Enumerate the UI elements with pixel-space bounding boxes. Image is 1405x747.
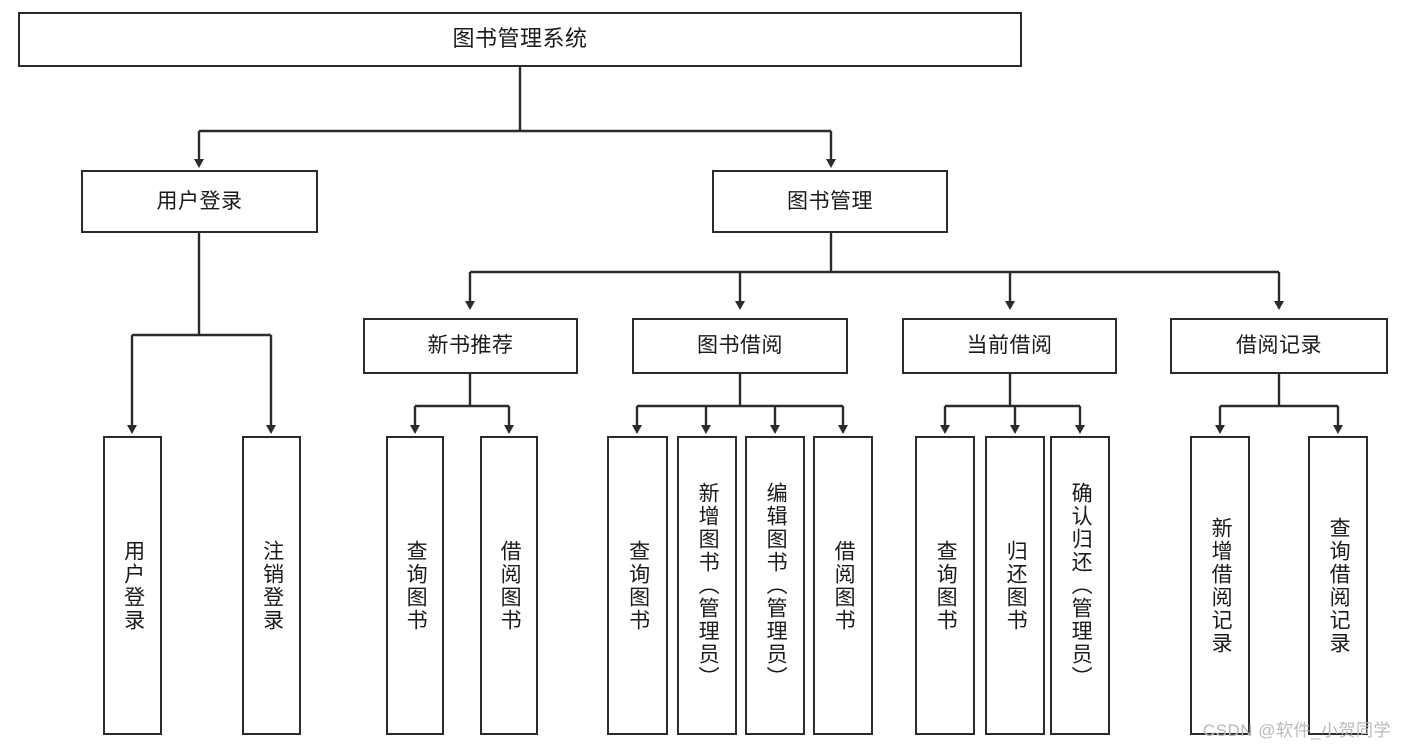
- node-label: 新书推荐: [427, 334, 514, 358]
- leaf-recommend-query-book[interactable]: 查询图书: [386, 436, 444, 735]
- leaf-record-query-record[interactable]: 查询借阅记录: [1308, 436, 1368, 735]
- leaf-borrow-add-book-admin[interactable]: 新增图书（管理员）: [677, 436, 737, 735]
- node-label: 新增图书（管理员）: [696, 482, 720, 689]
- leaf-current-query-book[interactable]: 查询图书: [915, 436, 975, 735]
- node-label: 查询图书: [934, 539, 958, 632]
- node-label: 确认归还（管理员）: [1069, 482, 1093, 689]
- node-label: 归还图书: [1004, 539, 1028, 632]
- node-label: 新增借阅记录: [1209, 516, 1233, 655]
- node-label: 图书管理系统: [452, 26, 588, 52]
- node-borrow-record[interactable]: 借阅记录: [1170, 318, 1388, 374]
- leaf-borrow-query-book[interactable]: 查询图书: [607, 436, 668, 735]
- leaf-current-confirm-return-admin[interactable]: 确认归还（管理员）: [1050, 436, 1110, 735]
- node-label: 图书借阅: [697, 334, 783, 358]
- node-label: 借阅图书: [832, 539, 856, 632]
- node-root-system[interactable]: 图书管理系统: [18, 12, 1022, 67]
- node-current-borrow[interactable]: 当前借阅: [902, 318, 1117, 374]
- leaf-recommend-borrow-book[interactable]: 借阅图书: [480, 436, 538, 735]
- node-user-login[interactable]: 用户登录: [81, 170, 318, 233]
- node-book-management[interactable]: 图书管理: [712, 170, 948, 233]
- node-label: 查询借阅记录: [1327, 516, 1351, 655]
- node-label: 查询图书: [626, 539, 650, 632]
- node-label: 当前借阅: [966, 334, 1053, 358]
- node-label: 用户登录: [121, 539, 145, 632]
- leaf-user-login-logout[interactable]: 注销登录: [242, 436, 301, 735]
- leaf-borrow-borrow-book[interactable]: 借阅图书: [813, 436, 873, 735]
- node-label: 注销登录: [260, 539, 284, 632]
- node-label: 编辑图书（管理员）: [764, 482, 788, 689]
- node-label: 查询图书: [404, 539, 428, 632]
- leaf-borrow-edit-book-admin[interactable]: 编辑图书（管理员）: [745, 436, 805, 735]
- node-book-borrow[interactable]: 图书借阅: [632, 318, 848, 374]
- node-new-book-recommend[interactable]: 新书推荐: [363, 318, 578, 374]
- leaf-user-login-login[interactable]: 用户登录: [103, 436, 162, 735]
- node-label: 用户登录: [156, 189, 243, 213]
- node-label: 借阅记录: [1236, 334, 1322, 358]
- node-label: 借阅图书: [498, 539, 522, 632]
- leaf-record-add-record[interactable]: 新增借阅记录: [1190, 436, 1250, 735]
- leaf-current-return-book[interactable]: 归还图书: [985, 436, 1045, 735]
- csdn-watermark: CSDN @软件_小贺同学: [1202, 721, 1391, 740]
- node-label: 图书管理: [787, 189, 873, 213]
